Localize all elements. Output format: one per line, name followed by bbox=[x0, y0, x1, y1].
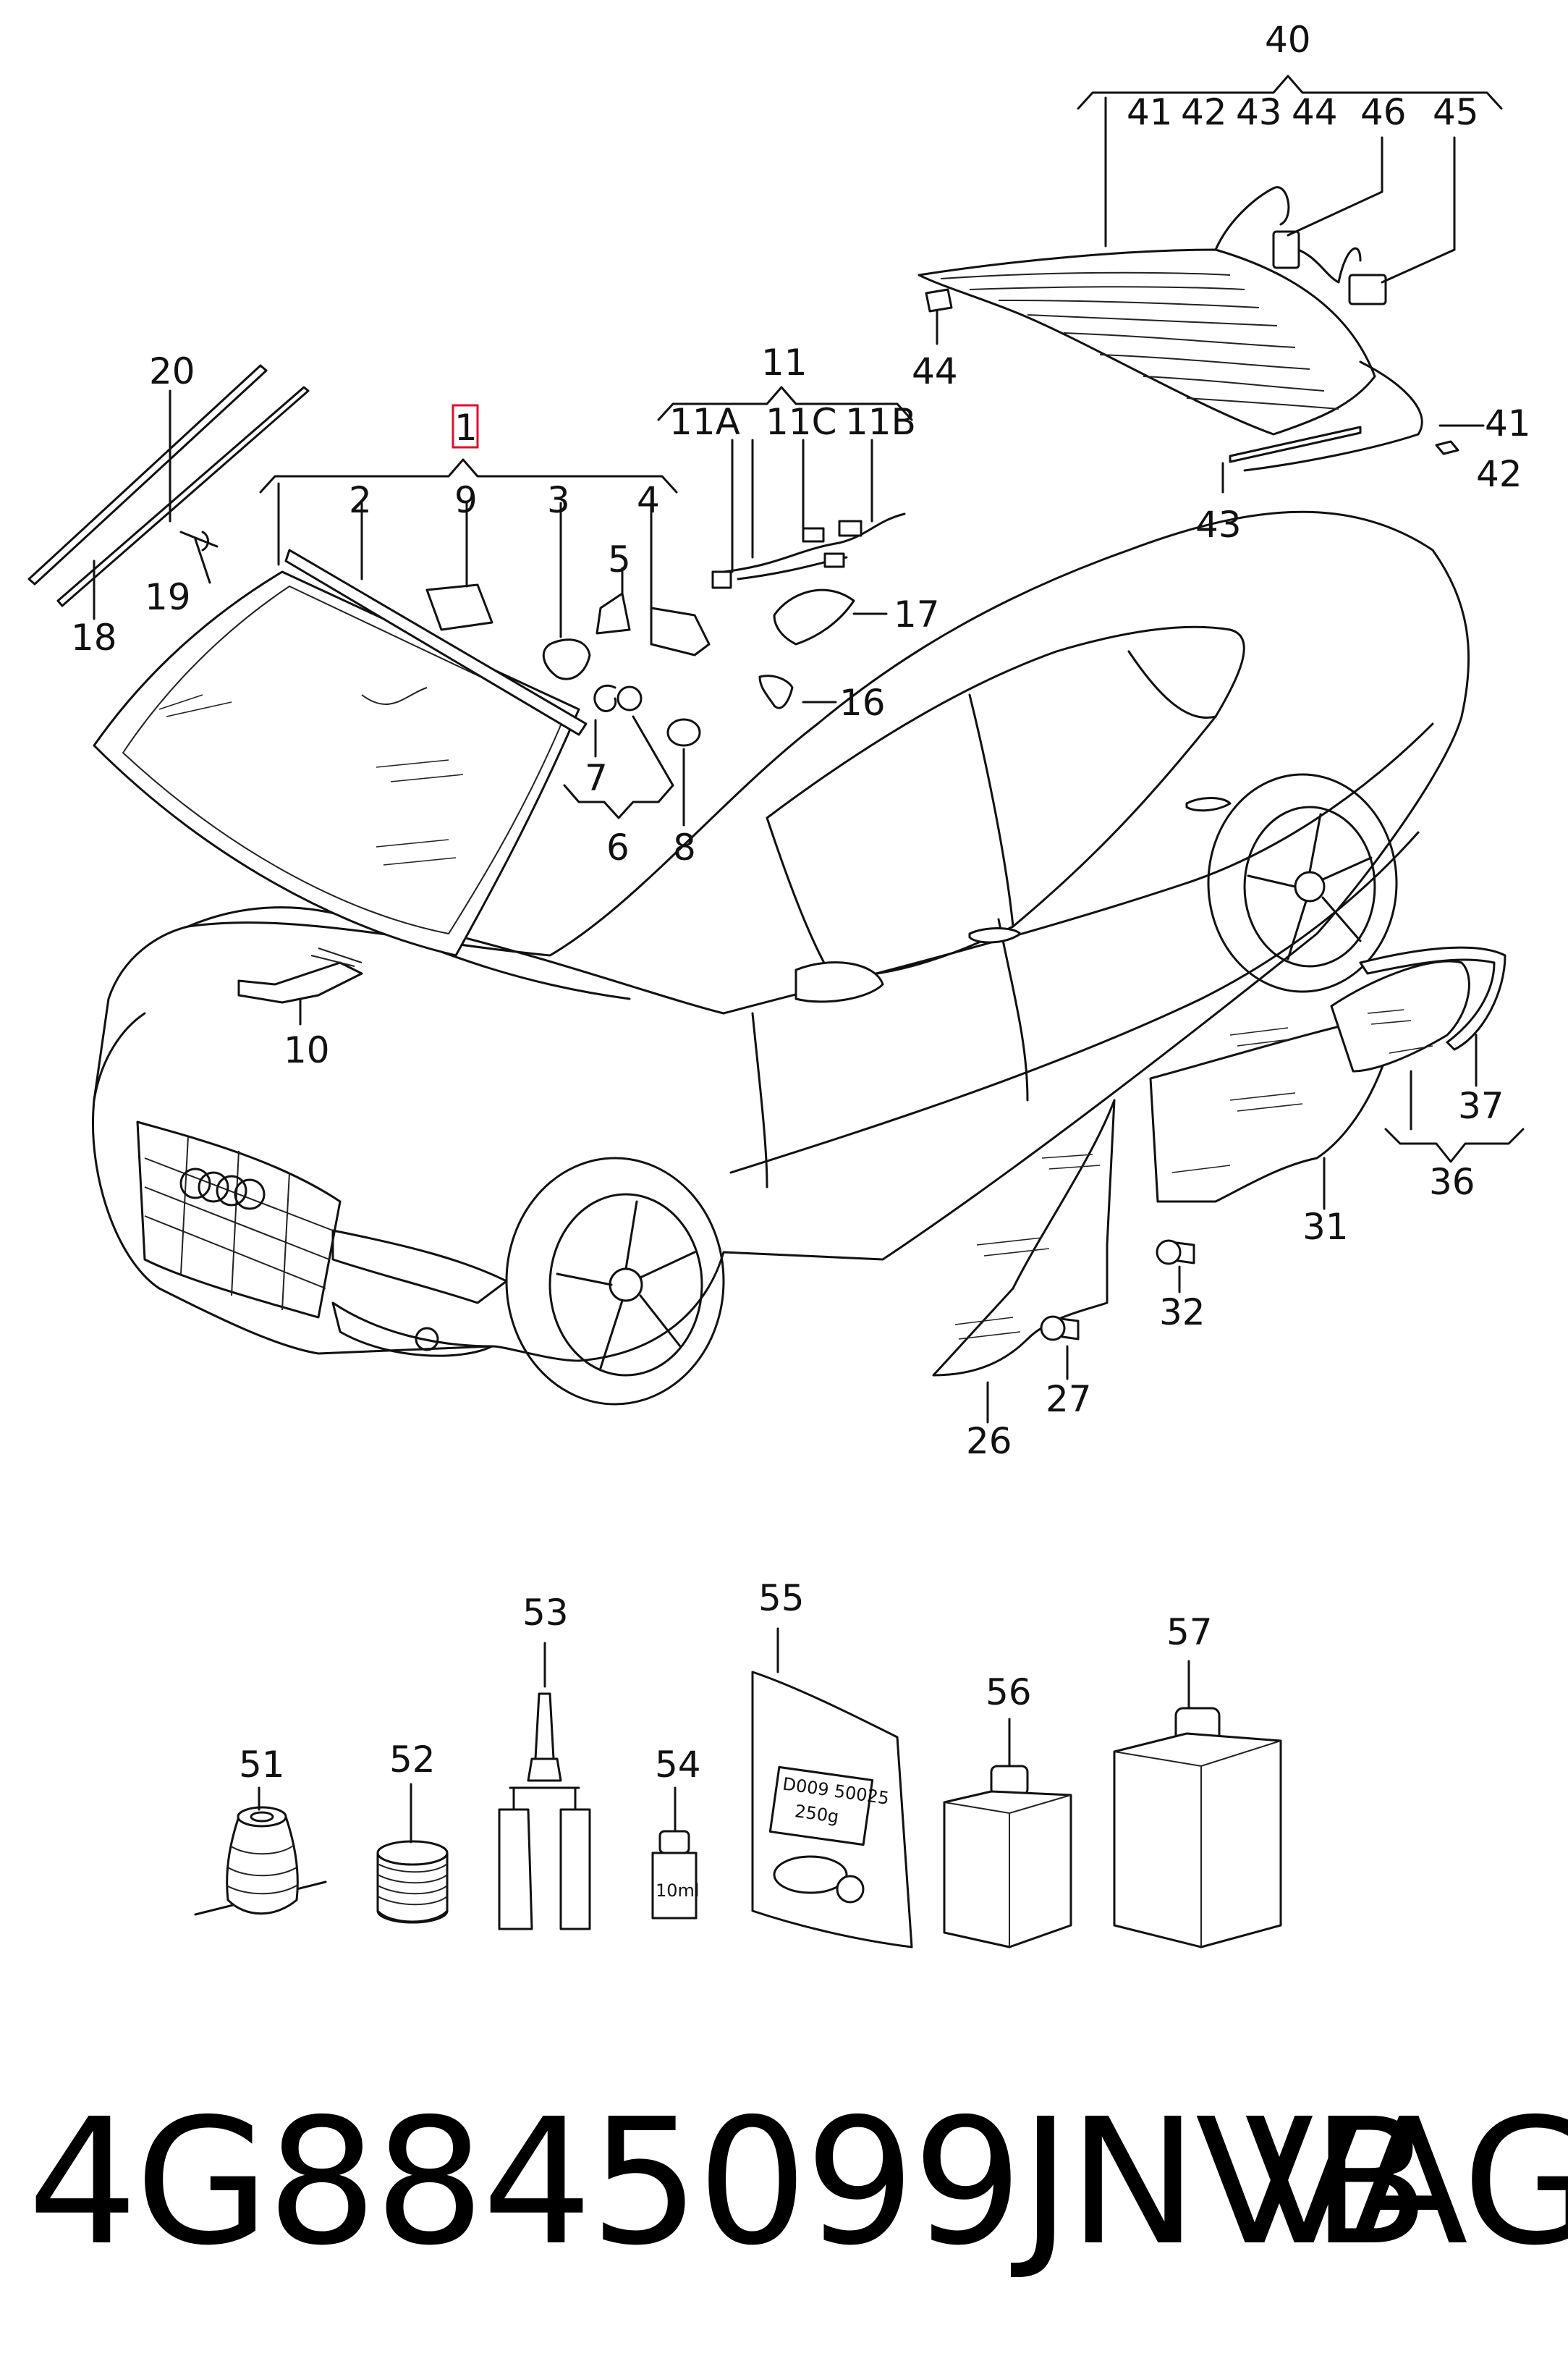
rear-window-seal-43-part[interactable] bbox=[1229, 426, 1362, 463]
callout-43b: 43 bbox=[1195, 504, 1242, 546]
primer-bottle-56-part[interactable] bbox=[943, 1765, 1072, 1948]
trim-16-part[interactable] bbox=[758, 675, 794, 709]
callout-11c: 11C bbox=[766, 401, 837, 443]
callout-31: 31 bbox=[1302, 1206, 1349, 1248]
rear-wheel-drawing bbox=[1207, 773, 1398, 993]
roof-molding-20-part[interactable] bbox=[27, 364, 310, 607]
adhesive-bag-55-part[interactable]: D009 50025 250g bbox=[751, 1671, 913, 1948]
callout-11a: 11A bbox=[669, 401, 740, 443]
front-door-glass-26-part[interactable] bbox=[932, 1099, 1116, 1377]
callout-41b: 41 bbox=[1485, 402, 1531, 444]
antenna-harness-part[interactable] bbox=[1214, 186, 1387, 305]
clip-44-part[interactable] bbox=[925, 288, 953, 313]
callout-7: 7 bbox=[585, 757, 608, 799]
quarter-glass-36-part[interactable] bbox=[1330, 960, 1470, 1073]
clip-19-part[interactable] bbox=[179, 531, 219, 552]
callout-51: 51 bbox=[239, 1744, 285, 1786]
callout-32: 32 bbox=[1159, 1291, 1205, 1333]
callout-19: 19 bbox=[145, 576, 191, 618]
callout-11: 11 bbox=[761, 342, 808, 384]
clip-3-part[interactable] bbox=[542, 638, 591, 680]
callout-2: 2 bbox=[349, 479, 372, 521]
callout-46: 46 bbox=[1360, 91, 1407, 133]
callout-54: 54 bbox=[655, 1744, 701, 1786]
callout-8: 8 bbox=[673, 827, 696, 869]
parts-diagram: 10ml D009 50025 250g bbox=[27, 19, 1531, 1948]
callout-5: 5 bbox=[608, 539, 631, 580]
cartridge-53-part[interactable] bbox=[498, 1692, 591, 1930]
callout-18: 18 bbox=[71, 617, 117, 659]
callout-45: 45 bbox=[1433, 91, 1479, 133]
callout-57: 57 bbox=[1166, 1611, 1213, 1653]
callout-43: 43 bbox=[1236, 91, 1282, 133]
callout-40: 40 bbox=[1265, 19, 1311, 61]
spring-52-part[interactable] bbox=[376, 1840, 449, 1924]
bolt-27-part[interactable] bbox=[1040, 1315, 1080, 1341]
windshield-part[interactable] bbox=[93, 570, 580, 957]
callout-6: 6 bbox=[606, 827, 630, 869]
callout-17: 17 bbox=[894, 594, 940, 636]
ring-7-part[interactable] bbox=[593, 684, 617, 712]
callout-9: 9 bbox=[454, 479, 478, 521]
mirror-base-part[interactable] bbox=[425, 583, 493, 631]
callout-27: 27 bbox=[1046, 1378, 1092, 1420]
sealing-cone-51-part[interactable] bbox=[194, 1806, 327, 1916]
callout-42: 42 bbox=[1181, 91, 1227, 133]
cable-harness-11-part[interactable] bbox=[711, 512, 906, 589]
sensor-5-part[interactable] bbox=[596, 592, 631, 635]
callout-55: 55 bbox=[758, 1577, 805, 1619]
callout-41: 41 bbox=[1127, 91, 1173, 133]
leader-lines bbox=[93, 75, 1525, 1844]
callout-56: 56 bbox=[986, 1671, 1032, 1713]
brand-text: VAG bbox=[1245, 2081, 1568, 2284]
sensor-4-part[interactable] bbox=[650, 607, 711, 656]
callout-42b: 42 bbox=[1476, 453, 1522, 495]
front-wheel-drawing bbox=[505, 1157, 725, 1406]
callout-44b: 44 bbox=[912, 350, 958, 392]
callout-26: 26 bbox=[966, 1420, 1012, 1462]
callout-1-selected[interactable]: 1 bbox=[454, 407, 478, 449]
callout-44: 44 bbox=[1292, 91, 1338, 133]
quarter-seal-37-part[interactable] bbox=[1359, 946, 1506, 1051]
wiper-bracket-10-part[interactable] bbox=[237, 947, 363, 1004]
car-body-drawing bbox=[91, 510, 1470, 1406]
bottle-volume-text: 10ml bbox=[656, 1880, 700, 1901]
part-number-text: 4G8845099JNVB bbox=[27, 2081, 1431, 2284]
cover-17-part[interactable] bbox=[773, 588, 855, 646]
windshield-seal-part[interactable] bbox=[284, 549, 588, 736]
cleaner-bottle-57-part[interactable] bbox=[1113, 1707, 1282, 1948]
callout-36: 36 bbox=[1429, 1161, 1475, 1203]
callout-52: 52 bbox=[389, 1739, 436, 1781]
rear-window-part[interactable] bbox=[918, 248, 1376, 436]
callout-20: 20 bbox=[149, 350, 195, 392]
bolt-32-part[interactable] bbox=[1156, 1239, 1195, 1265]
clip-8-part[interactable] bbox=[666, 718, 701, 747]
callout-11b: 11B bbox=[845, 401, 916, 443]
clip-42-part[interactable] bbox=[1435, 440, 1459, 455]
bottle-54-part[interactable]: 10ml bbox=[651, 1830, 700, 1920]
callout-53: 53 bbox=[522, 1592, 569, 1634]
callout-16: 16 bbox=[839, 682, 886, 724]
callout-37: 37 bbox=[1458, 1085, 1504, 1127]
callout-10: 10 bbox=[284, 1029, 330, 1071]
rear-window-seal-41-part[interactable] bbox=[1243, 360, 1423, 472]
callout-3: 3 bbox=[547, 479, 570, 521]
callout-labels: 40 41 42 43 44 46 45 20 11 11A 11C 11B 4… bbox=[71, 19, 1531, 1786]
selected-part-highlight bbox=[452, 404, 479, 449]
callout-4: 4 bbox=[637, 479, 660, 521]
rear-door-glass-31-part[interactable] bbox=[1149, 1012, 1398, 1203]
